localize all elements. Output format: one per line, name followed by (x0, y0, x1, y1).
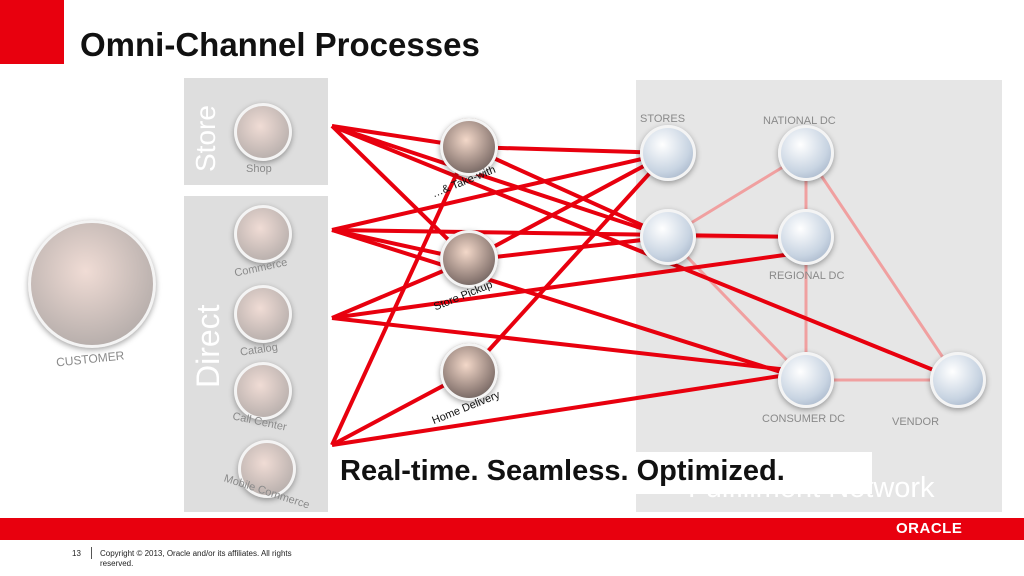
call-center-icon (234, 362, 292, 420)
brand-corner-block (0, 0, 64, 64)
flow-line (331, 250, 807, 320)
network-label-consumer-dc: CONSUMER DC (762, 413, 846, 425)
home-delivery-photo-icon (440, 343, 498, 401)
shop-icon (234, 103, 292, 161)
network-label-regional-dc: REGIONAL DC (769, 270, 845, 282)
mobile-commerce-icon (238, 440, 296, 498)
truck-warehouse-icon (778, 125, 834, 181)
network-link (666, 235, 808, 382)
footer-red-bar (0, 518, 1024, 540)
flow-lines (330, 124, 959, 447)
tagline: Real-time. Seamless. Optimized. (340, 455, 785, 487)
store-building-icon (640, 125, 696, 181)
store-pickup-shopper-icon (440, 230, 498, 288)
take-with-shopper-icon (440, 118, 498, 176)
truck-warehouse-icon (778, 352, 834, 408)
flow-line (331, 124, 669, 239)
footer-separator (91, 547, 92, 559)
slide-title: Omni-Channel Processes (80, 26, 480, 63)
customer-photo-icon (28, 220, 156, 348)
flow-line (331, 228, 807, 239)
channel-label-shop: Shop (246, 163, 272, 175)
flow-line (468, 235, 669, 262)
flow-line (331, 228, 807, 382)
flow-line (468, 151, 669, 262)
oracle-logo: ORACLE (896, 520, 963, 537)
catalog-icon (234, 285, 292, 343)
flow-line (468, 145, 669, 155)
flow-line (331, 370, 807, 447)
copyright-text: Copyright © 2013, Oracle and/or its affi… (100, 549, 292, 568)
flow-line (467, 151, 670, 374)
tagline-box (330, 452, 872, 494)
factory-icon (930, 352, 986, 408)
flow-line (468, 145, 669, 239)
flow-line (331, 316, 807, 374)
network-label-vendor: VENDOR (892, 416, 940, 428)
network-label-national-dc: NATIONAL DC (763, 115, 836, 127)
truck-warehouse-icon (778, 209, 834, 265)
store-building-icon (640, 209, 696, 265)
flow-line (330, 146, 471, 446)
network-link (804, 152, 960, 381)
flow-line (330, 124, 471, 262)
page-number: 13 (72, 549, 81, 558)
network-label-stores: STORES (640, 113, 686, 125)
flow-line (331, 151, 669, 232)
commerce-icon (234, 205, 292, 263)
